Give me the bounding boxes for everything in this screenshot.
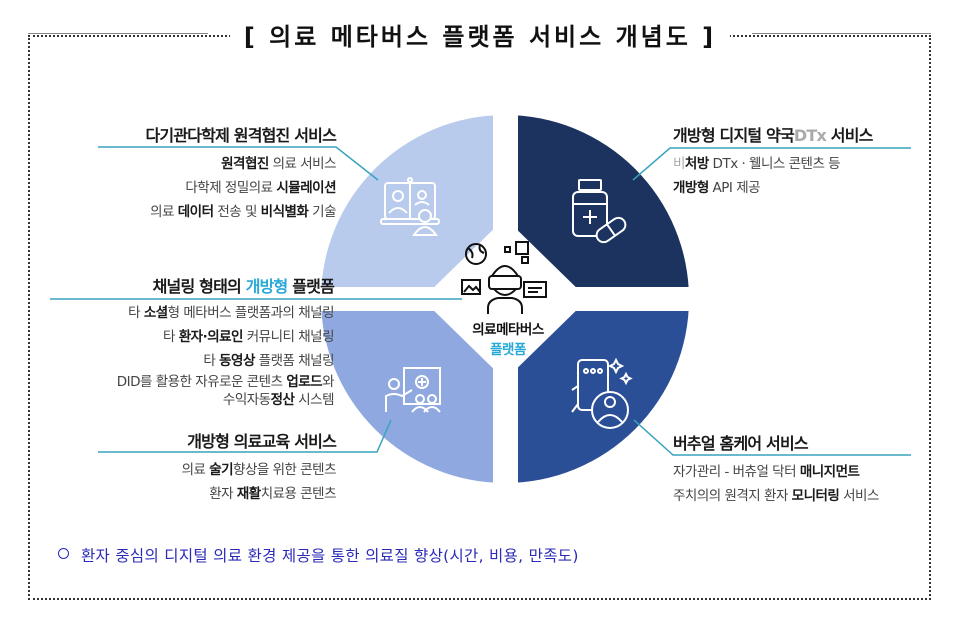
section-line: 비처방 DTx · 웰니스 콘텐츠 등 xyxy=(673,156,841,172)
section-line: 수익자동정산 시스템 xyxy=(222,392,335,408)
circle-bullet-icon xyxy=(58,548,69,559)
title-rule-right xyxy=(752,33,931,34)
section-line: 자가관리 - 버츄얼 닥터 매니지먼트 xyxy=(673,464,860,480)
footer-text: 환자 중심의 디지털 의료 환경 제공을 통한 의료질 향상(시간, 비용, 만… xyxy=(81,547,579,565)
section-line: 주치의의 원격지 환자 모니터링 서비스 xyxy=(673,488,879,504)
section-heading: 개방형 디지털 약국DTx 서비스 xyxy=(673,126,873,145)
section-line: 타 환자·의료인 커뮤니티 채널링 xyxy=(163,329,334,345)
section-heading: 버추얼 홈케어 서비스 xyxy=(673,434,809,453)
center-label-line1: 의료메타버스 xyxy=(472,322,544,338)
section-line: 개방형 API 제공 xyxy=(673,180,761,196)
section-line: 의료 데이터 전송 및 비식별화 기술 xyxy=(150,204,336,220)
medicine-bottle-pill-icon xyxy=(572,179,627,244)
section-heading: 채널링 형태의 개방형 플랫폼 xyxy=(152,277,335,296)
section-line: 의료 술기향상을 위한 콘텐츠 xyxy=(181,462,337,478)
section-homecare: 버추얼 홈케어 서비스 자가관리 - 버츄얼 닥터 매니지먼트 주치의의 원격지… xyxy=(673,430,879,508)
section-pharmacy: 개방형 디지털 약국DTx 서비스 비처방 DTx · 웰니스 콘텐츠 등 개방… xyxy=(673,122,873,200)
title-rule-left xyxy=(28,33,208,34)
vr-headset-user-icon xyxy=(461,241,547,314)
section-heading: 개방형 의료교육 서비스 xyxy=(187,432,337,451)
section-multi-institution: 다기관다학제 원격협진 서비스 원격협진 의료 서비스 다학제 정밀의료 시뮬레… xyxy=(145,122,336,224)
connector-bottom-left xyxy=(98,419,392,453)
connector-bottom-right xyxy=(633,419,911,456)
footer-note: 환자 중심의 디지털 의료 환경 제공을 통한 의료질 향상(시간, 비용, 만… xyxy=(58,544,579,566)
section-education: 개방형 의료교육 서비스 의료 술기향상을 위한 콘텐츠 환자 재활치료용 콘텐… xyxy=(181,428,337,506)
section-line: 환자 재활치료용 콘텐츠 xyxy=(209,486,336,502)
page-title: [ 의료 메타버스 플랫폼 서비스 개념도 ] xyxy=(229,16,731,52)
mobile-doctor-consult-icon xyxy=(571,357,633,429)
lecture-presentation-icon xyxy=(385,367,441,413)
section-heading: 다기관다학제 원격협진 서비스 xyxy=(145,126,336,145)
video-conference-icon xyxy=(380,177,440,236)
section-line: 타 소셜형 메타버스 플랫폼과의 채널링 xyxy=(128,305,334,321)
section-line: 다학제 정밀의료 시뮬레이션 xyxy=(185,180,336,196)
section-line: 타 동영상 플랫폼 채널링 xyxy=(203,353,334,369)
connector-top-left xyxy=(98,146,379,181)
center-label: 의료메타버스 플랫폼 xyxy=(448,318,568,358)
center-label-line2: 플랫폼 xyxy=(490,342,526,358)
section-line: 원격협진 의료 서비스 xyxy=(221,156,336,172)
section-line: DID를 활용한 자유로운 콘텐츠 업로드와 xyxy=(116,374,335,390)
connector-top-right xyxy=(632,147,911,181)
section-channeling: 채널링 형태의 개방형 플랫폼 타 소셜형 메타버스 플랫폼과의 채널링 타 환… xyxy=(116,273,335,409)
